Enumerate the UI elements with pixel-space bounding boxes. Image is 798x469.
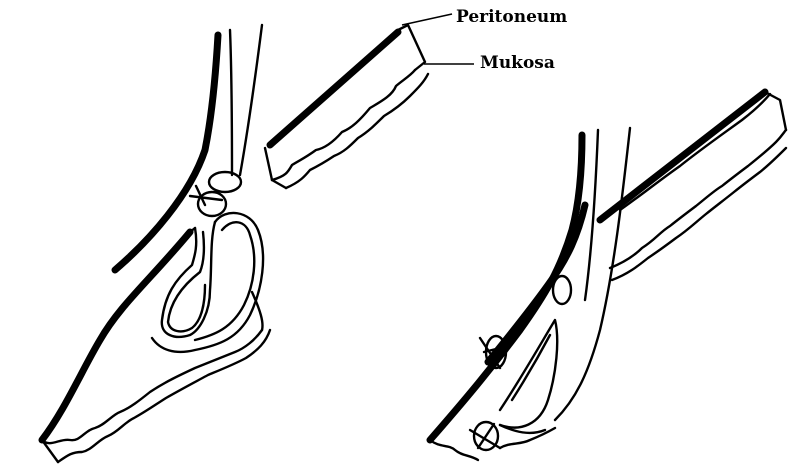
left-anastomosis [42,25,270,462]
detached-bowel-segment [265,25,428,188]
peritoneum-label: Peritoneum [456,7,567,27]
mukosa-label: Mukosa [480,53,555,73]
right-anastomosis [430,92,786,460]
